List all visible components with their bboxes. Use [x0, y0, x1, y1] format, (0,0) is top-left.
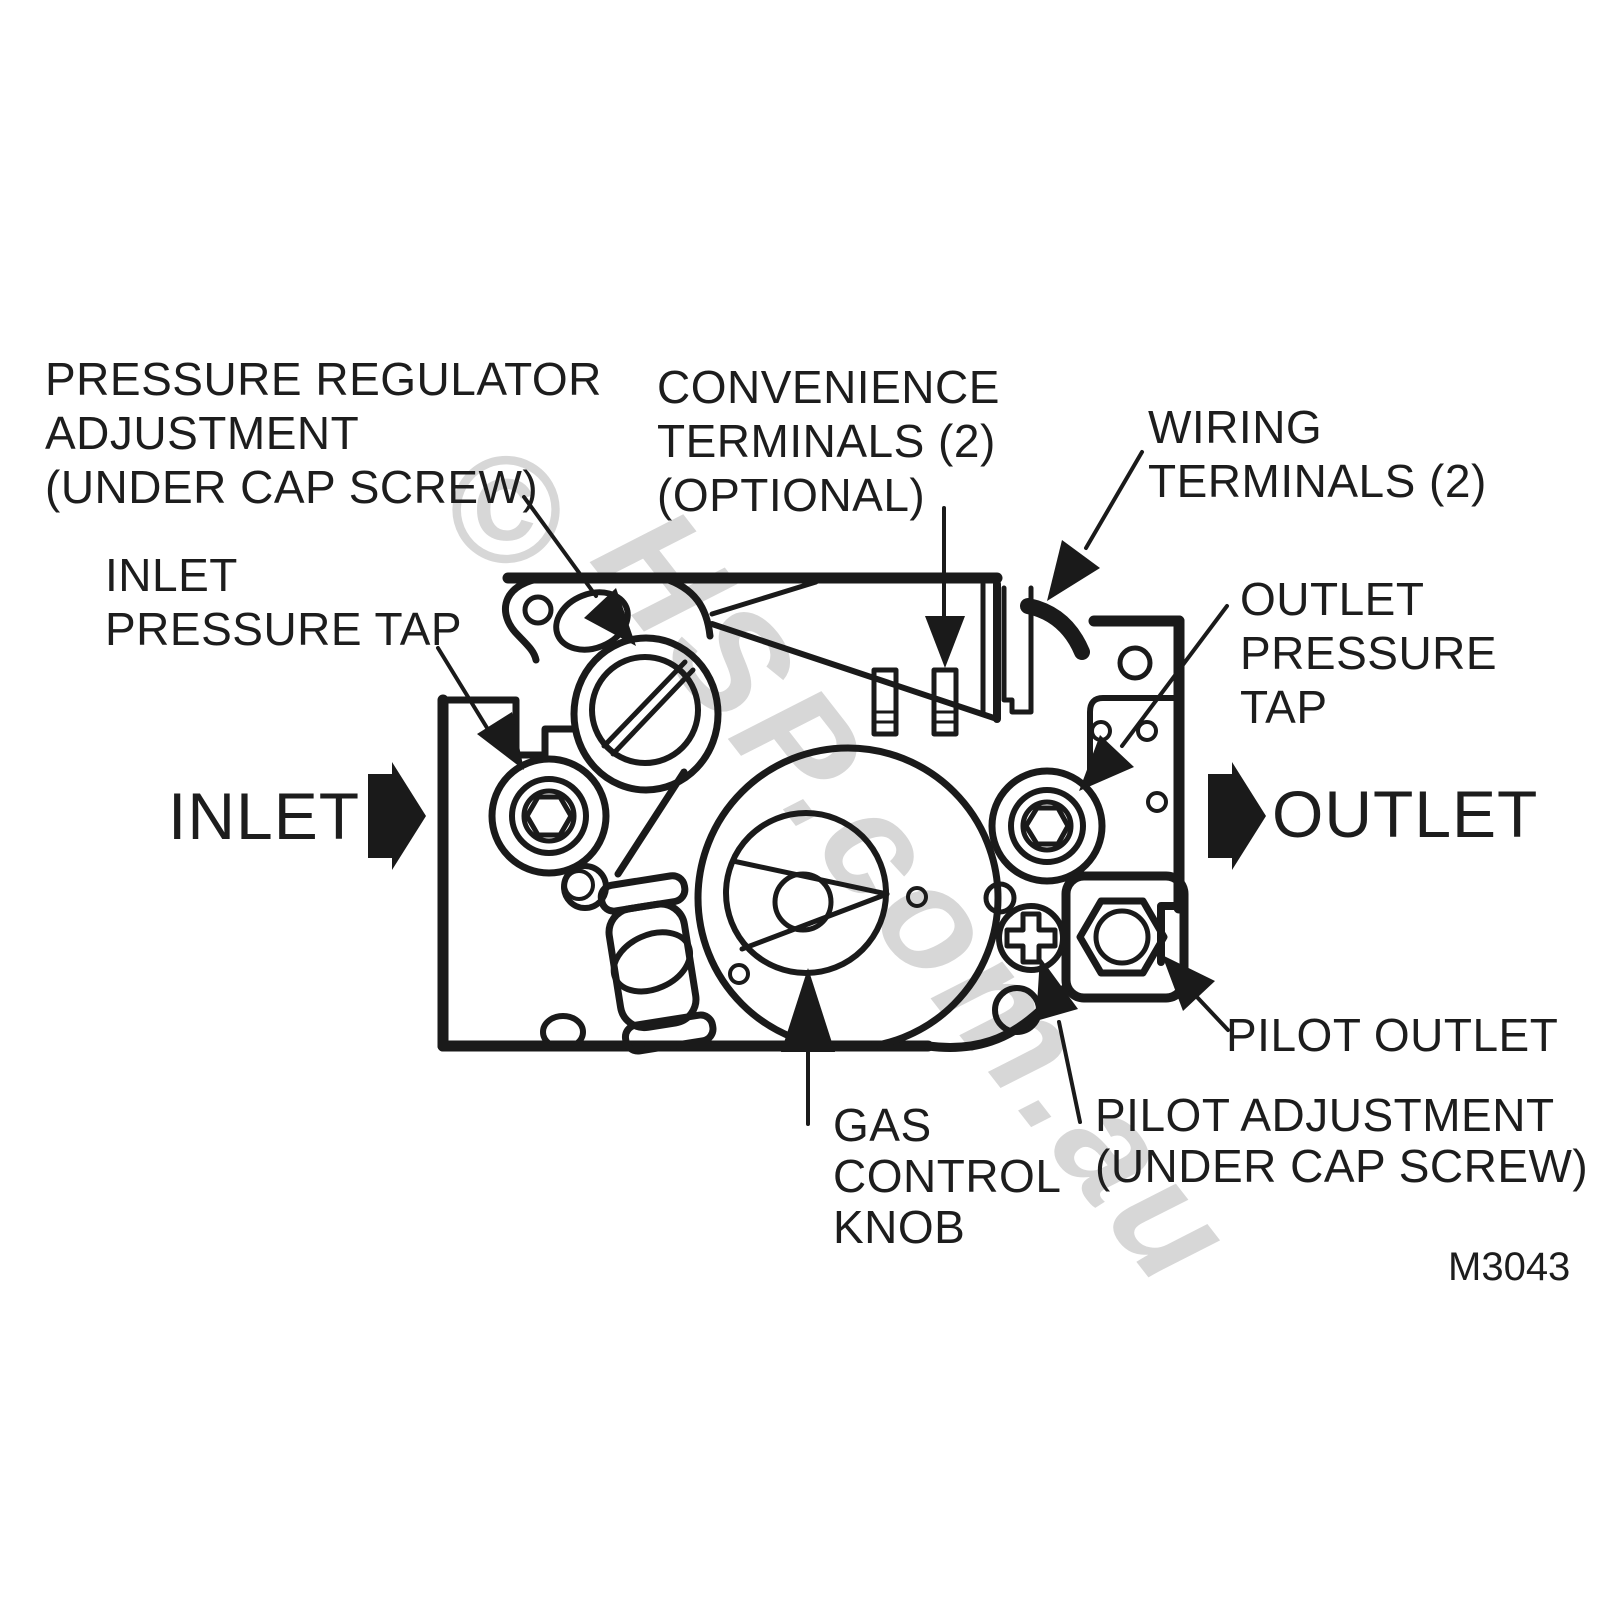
label-line: WIRING: [1148, 401, 1323, 453]
wiring-terminal-hook: [1020, 598, 1090, 660]
outlet-flow-arrow-icon: [1208, 762, 1266, 870]
label-inlet-pressure-tap: INLET PRESSURE TAP: [105, 548, 462, 656]
label-line: TERMINALS (2): [1148, 455, 1487, 507]
label-line: PRESSURE: [1240, 627, 1498, 679]
callout-arrowheads: [368, 540, 1266, 1052]
inlet-tap-notch: [438, 696, 579, 759]
label-line: PRESSURE TAP: [105, 603, 463, 655]
arrowhead-wiring: [1047, 540, 1100, 601]
label-line: INLET: [105, 549, 238, 601]
pilot-adjustment-screw: [996, 903, 1066, 973]
inlet-flow-arrow-icon: [368, 762, 426, 870]
arrowhead-convenience: [925, 616, 965, 668]
label-convenience-terminals: CONVENIENCE TERMINALS (2) (OPTIONAL): [657, 360, 1000, 522]
copyright-icon: ©: [450, 425, 562, 595]
pressure-regulator-screw: [589, 654, 701, 766]
label-line: KNOB: [833, 1201, 966, 1253]
right-panel: [1087, 615, 1185, 966]
label-line: OUTLET: [1240, 573, 1425, 625]
arrowhead-pilot-outlet: [1162, 955, 1215, 1011]
figure-code: M3043: [1448, 1245, 1571, 1289]
label-pilot-adjustment: PILOT ADJUSTMENT (UNDER CAP SCREW): [1095, 1090, 1588, 1192]
label-line: (UNDER CAP SCREW): [45, 461, 539, 513]
label-wiring-terminals: WIRING TERMINALS (2): [1148, 400, 1487, 508]
label-pilot-outlet: PILOT OUTLET: [1226, 1009, 1559, 1061]
valve-body: [436, 450, 1230, 1126]
regulator-housing: [570, 634, 722, 794]
pilot-outlet: [1061, 871, 1189, 1003]
label-line: GAS: [833, 1099, 932, 1151]
label-line: (OPTIONAL): [657, 469, 926, 521]
label-gas-control-knob: GAS CONTROL KNOB: [833, 1100, 1061, 1253]
screw-hole: [522, 594, 554, 626]
inlet-pressure-tap: [488, 755, 610, 877]
arrowhead-pressure-regulator: [584, 588, 636, 646]
arrowhead-pilot-adjustment: [1036, 957, 1078, 1021]
label-line: ADJUSTMENT: [45, 407, 360, 459]
label-inlet: INLET: [168, 779, 361, 853]
leader-lines: [436, 450, 1230, 1126]
convenience-terminals: [871, 667, 959, 737]
label-line: TAP: [1240, 681, 1328, 733]
label-line: PRESSURE REGULATOR: [45, 353, 602, 405]
arrowhead-outlet-tap: [1079, 735, 1134, 791]
label-line: CONVENIENCE: [657, 361, 1000, 413]
lever-component: [597, 872, 717, 1055]
label-line: PILOT ADJUSTMENT: [1095, 1089, 1555, 1141]
outlet-pressure-tap: [988, 767, 1106, 885]
gas-control-knob: [694, 744, 1017, 1052]
label-line: (UNDER CAP SCREW): [1095, 1140, 1589, 1192]
arrowhead-gas-knob: [781, 968, 835, 1052]
label-pressure-regulator-adjustment: PRESSURE REGULATOR ADJUSTMENT (UNDER CAP…: [45, 352, 602, 514]
label-line: CONTROL: [833, 1150, 1062, 1202]
label-line: TERMINALS (2): [657, 415, 996, 467]
label-outlet-pressure-tap: OUTLET PRESSURE TAP: [1240, 572, 1497, 734]
arrowhead-inlet-tap: [477, 712, 524, 770]
label-outlet: OUTLET: [1272, 777, 1539, 851]
